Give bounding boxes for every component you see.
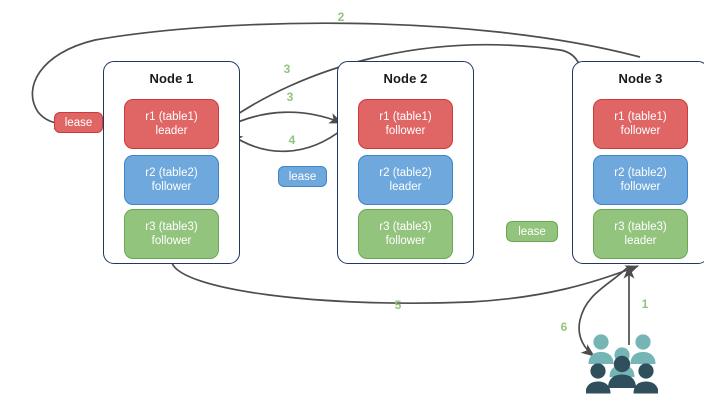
replica-n1r2-line1: r2 (table2) <box>145 167 198 179</box>
step-label-3b: 3 <box>286 90 294 104</box>
people-front-row <box>586 355 658 394</box>
replica-n3r1[interactable]: r1 (table1) follower <box>593 99 688 149</box>
replica-n1r2-line2: follower <box>151 181 192 193</box>
step-label-2: 2 <box>337 10 345 24</box>
replica-n3r1-line1: r1 (table1) <box>614 111 667 123</box>
replica-n1r2[interactable]: r2 (table2) follower <box>124 155 219 205</box>
replica-n1r3-line1: r3 (table3) <box>145 221 198 233</box>
replica-n2r3[interactable]: r3 (table3) follower <box>358 209 453 259</box>
replica-n2r3-line2: follower <box>385 235 426 247</box>
people-group-icon[interactable] <box>586 333 658 395</box>
replica-n1r3[interactable]: r3 (table3) follower <box>124 209 219 259</box>
replica-n2r2[interactable]: r2 (table2) leader <box>358 155 453 205</box>
replica-n3r2-line1: r2 (table2) <box>614 167 667 179</box>
step-label-4: 4 <box>288 133 296 147</box>
replica-n2r3-line1: r3 (table3) <box>379 221 432 233</box>
replica-n3r3-line1: r3 (table3) <box>614 221 667 233</box>
replica-n2r2-line1: r2 (table2) <box>379 167 432 179</box>
replica-n2r1-line2: follower <box>385 125 426 137</box>
node-title-node1: Node 1 <box>149 71 194 86</box>
replica-n1r1[interactable]: r1 (table1) leader <box>124 99 219 149</box>
step-label-1: 1 <box>641 297 649 311</box>
replica-n2r1-line1: r1 (table1) <box>379 111 432 123</box>
lease-badge-r2[interactable]: lease <box>278 166 327 187</box>
replica-n2r2-line2: leader <box>389 181 422 193</box>
node-title-node3: Node 3 <box>618 71 663 86</box>
edge-3-node1r1-to-node2r1 <box>226 111 343 128</box>
replica-n2r1[interactable]: r1 (table1) follower <box>358 99 453 149</box>
lease-badge-r3[interactable]: lease <box>506 221 558 242</box>
replica-n1r1-line2: leader <box>155 125 188 137</box>
step-label-3a: 3 <box>283 62 291 76</box>
replica-n3r2-line2: follower <box>620 181 661 193</box>
replica-n3r1-line2: follower <box>620 125 661 137</box>
lease-badge-r1[interactable]: lease <box>54 112 103 133</box>
replica-n1r1-line1: r1 (table1) <box>145 111 198 123</box>
replica-n3r3-line2: leader <box>624 235 657 247</box>
replica-n3r3[interactable]: r3 (table3) leader <box>593 209 688 259</box>
replica-n3r2[interactable]: r2 (table2) follower <box>593 155 688 205</box>
node-title-node2: Node 2 <box>383 71 428 86</box>
replica-n1r3-line2: follower <box>151 235 192 247</box>
step-label-5: 5 <box>394 298 402 312</box>
step-label-6: 6 <box>560 320 568 334</box>
